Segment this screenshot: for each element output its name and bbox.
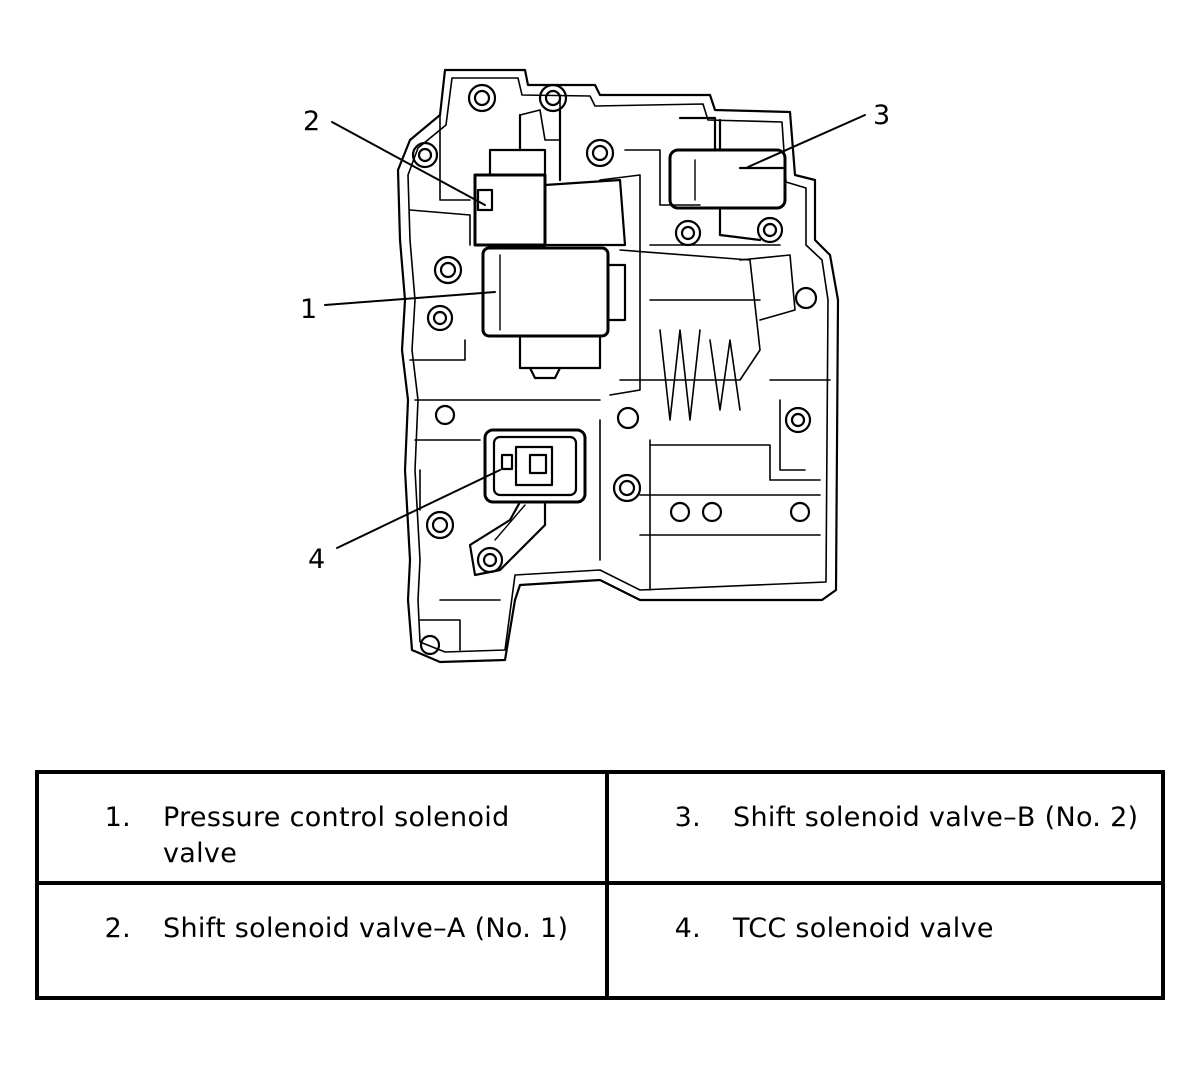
valve-body-inner-outline xyxy=(407,77,829,653)
legend-item-1: 1. Pressure control solenoid valve xyxy=(39,774,609,885)
legend-item-4: 4. TCC solenoid valve xyxy=(609,885,1161,996)
bolt-holes xyxy=(411,83,818,656)
legend-text: TCC solenoid valve xyxy=(733,913,994,944)
callout-1: 1 xyxy=(300,294,317,325)
callout-4: 4 xyxy=(308,544,325,575)
callout-3: 3 xyxy=(873,100,890,131)
leader-line-1 xyxy=(324,291,496,306)
legend-number: 4. xyxy=(674,913,701,944)
leader-line-2 xyxy=(331,121,486,206)
legend-text: Shift solenoid valve–A (No. 1) xyxy=(163,913,569,944)
shift-solenoid-a-shape xyxy=(473,108,627,247)
valve-body-outline xyxy=(396,68,840,664)
legend-number: 1. xyxy=(104,802,131,833)
legend-text: Pressure control solenoid valve xyxy=(163,802,510,869)
legend-text: Shift solenoid valve–B (No. 2) xyxy=(733,802,1139,833)
valve-body-diagram: 2 1 3 4 xyxy=(300,68,890,664)
shift-solenoid-b-shape xyxy=(668,116,787,242)
legend-number: 3. xyxy=(674,802,701,833)
tcc-solenoid-shape xyxy=(468,428,587,577)
legend-number: 2. xyxy=(104,913,131,944)
leader-lines xyxy=(324,114,866,549)
legend-item-2: 2. Shift solenoid valve–A (No. 1) xyxy=(39,885,609,996)
legend-table: 1. Pressure control solenoid valve 3. Sh… xyxy=(35,770,1165,1000)
leader-line-4 xyxy=(336,469,501,549)
pressure-control-solenoid-shape xyxy=(481,246,627,380)
leader-line-3 xyxy=(747,114,866,168)
valve-springs xyxy=(619,249,761,421)
legend-item-3: 3. Shift solenoid valve–B (No. 2) xyxy=(609,774,1161,885)
valve-passages xyxy=(409,94,831,651)
callout-2: 2 xyxy=(303,106,320,137)
